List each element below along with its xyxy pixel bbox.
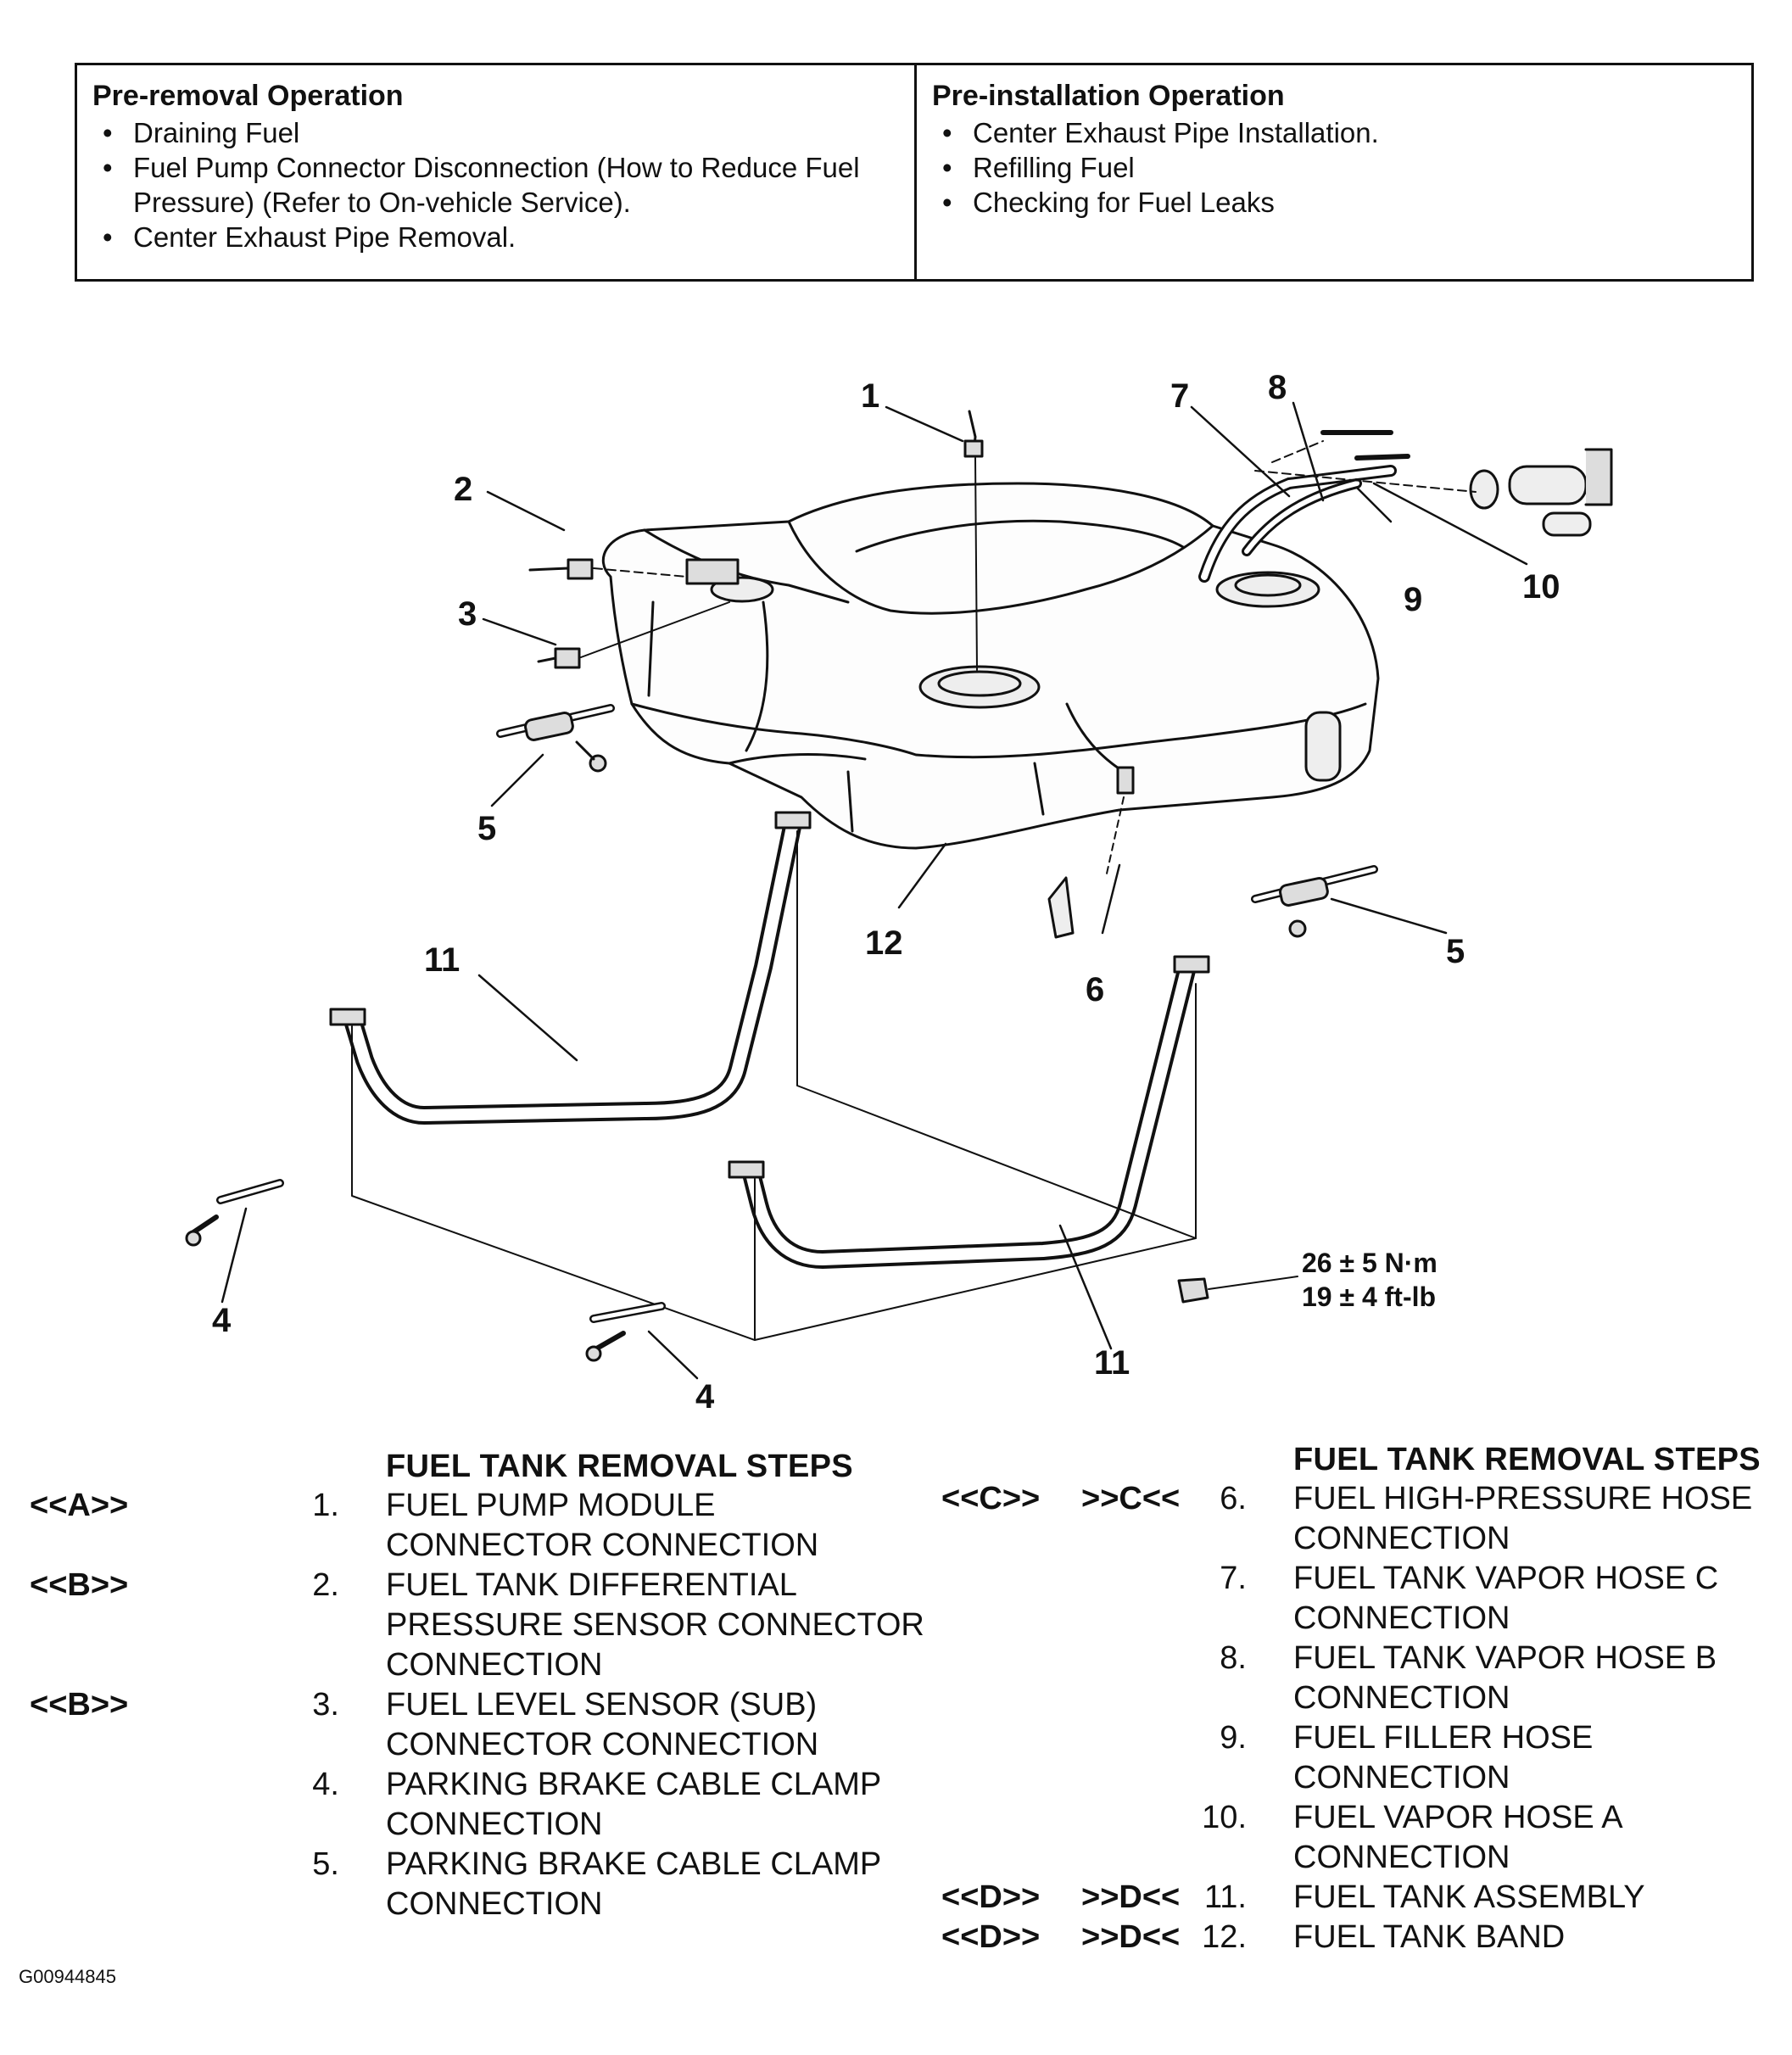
callout-leader-lines	[221, 401, 1528, 1380]
callout-label: 11	[424, 941, 460, 979]
pre-installation-list: Center Exhaust Pipe Installation. Refill…	[932, 115, 1736, 220]
pre-removal-column: Pre-removal Operation Draining Fuel Fuel…	[77, 65, 917, 279]
callout-label: 12	[865, 924, 903, 962]
step-number: 2.	[312, 1567, 339, 1603]
step-code: <<D>>	[941, 1879, 1041, 1915]
pre-installation-column: Pre-installation Operation Center Exhaus…	[917, 65, 1751, 279]
step-number: 9.	[1220, 1720, 1247, 1756]
callout-label: 5	[477, 810, 496, 847]
step-text: FUEL VAPOR HOSE A CONNECTION	[1293, 1800, 1622, 1875]
torque-spec: 26 ± 5 N·m 19 ± 4 ft-lb	[1302, 1248, 1438, 1312]
step-code: <<C>>	[941, 1481, 1041, 1516]
fuel-tank-exploded-diagram: 1 2 3 4 4 5 5 6 7 8 9 10 11 11 12 26 ± 5…	[185, 369, 1613, 1416]
pre-removal-heading: Pre-removal Operation	[92, 80, 404, 112]
step-code: <<D>>	[941, 1919, 1041, 1955]
step-code: <<A>>	[30, 1488, 129, 1523]
parking-brake-clamp-left-part	[496, 704, 615, 773]
step-number: 3.	[312, 1687, 339, 1723]
sensor-connectors-part	[528, 558, 730, 669]
callout-label: 10	[1522, 568, 1560, 606]
torque-metric: 26 ± 5 N·m	[1302, 1248, 1438, 1278]
pre-removal-list: Draining Fuel Fuel Pump Connector Discon…	[92, 115, 899, 254]
fuel-tank-illustration	[601, 465, 1397, 850]
step-code-install: >>D<<	[1081, 1919, 1181, 1955]
step-number: 7.	[1220, 1561, 1247, 1596]
step-text: FUEL FILLER HOSE CONNECTION	[1293, 1720, 1594, 1795]
step-number: 8.	[1220, 1640, 1247, 1676]
step-number: 12.	[1202, 1919, 1247, 1955]
step-text: FUEL TANK VAPOR HOSE B CONNECTION	[1293, 1640, 1717, 1716]
callout-label: 8	[1268, 369, 1287, 406]
filler-hose-parts	[1254, 430, 1613, 537]
callout-label: 11	[1094, 1344, 1130, 1382]
high-pressure-hose-part	[1047, 766, 1135, 939]
callout-label: 7	[1170, 377, 1189, 415]
pre-installation-item: Center Exhaust Pipe Installation.	[932, 115, 1736, 150]
step-text: PARKING BRAKE CABLE CLAMP CONNECTION	[386, 1846, 881, 1922]
callout-labels: 1 2 3 4 4 5 5 6 7 8 9 10 11 11 12	[212, 369, 1560, 1416]
step-text: FUEL HIGH-PRESSURE HOSE CONNECTION	[1293, 1481, 1753, 1556]
callout-label: 2	[454, 471, 472, 508]
pre-installation-heading: Pre-installation Operation	[932, 80, 1285, 112]
pre-installation-item: Refilling Fuel	[932, 150, 1736, 185]
step-text: FUEL TANK VAPOR HOSE C CONNECTION	[1293, 1561, 1719, 1636]
callout-label: 9	[1404, 581, 1422, 618]
parking-brake-clamp-right-part	[1251, 865, 1378, 938]
fuel-tank-bands-part	[329, 811, 1298, 1341]
steps-right-heading: FUEL TANK REMOVAL STEPS	[1293, 1442, 1761, 1477]
steps-left-heading: FUEL TANK REMOVAL STEPS	[386, 1449, 853, 1484]
step-code-install: >>D<<	[1081, 1879, 1181, 1915]
step-number: 10.	[1202, 1800, 1247, 1835]
step-text: FUEL TANK BAND	[1293, 1919, 1566, 1955]
step-number: 5.	[312, 1846, 339, 1882]
pre-removal-item: Fuel Pump Connector Disconnection (How t…	[92, 150, 899, 220]
step-number: 4.	[312, 1767, 339, 1802]
step-text: FUEL TANK DIFFERENTIAL PRESSURE SENSOR C…	[386, 1567, 924, 1683]
callout-label: 1	[861, 377, 879, 415]
figure-id: G00944845	[19, 1966, 116, 1987]
step-text: PARKING BRAKE CABLE CLAMP CONNECTION	[386, 1767, 881, 1842]
step-number: 6.	[1220, 1481, 1247, 1516]
step-number: 1.	[312, 1488, 339, 1523]
step-text: FUEL TANK ASSEMBLY	[1293, 1879, 1645, 1915]
callout-label: 3	[458, 595, 477, 633]
pre-installation-item: Checking for Fuel Leaks	[932, 185, 1736, 220]
step-number: 11.	[1203, 1879, 1247, 1915]
torque-imperial: 19 ± 4 ft-lb	[1302, 1282, 1436, 1312]
fuel-pump-connector-part	[963, 410, 984, 671]
callout-label: 6	[1086, 971, 1104, 1008]
step-code: <<B>>	[30, 1567, 129, 1603]
step-text: FUEL PUMP MODULE CONNECTOR CONNECTION	[386, 1488, 819, 1563]
pre-removal-item: Center Exhaust Pipe Removal.	[92, 220, 899, 254]
callout-label: 4	[695, 1378, 715, 1416]
parking-brake-cable-clamps-part	[185, 1179, 666, 1362]
step-text: FUEL LEVEL SENSOR (SUB) CONNECTOR CONNEC…	[386, 1687, 819, 1762]
callout-label: 5	[1446, 933, 1465, 970]
step-code-install: >>C<<	[1081, 1481, 1181, 1516]
pre-removal-item: Draining Fuel	[92, 115, 899, 150]
operations-table: Pre-removal Operation Draining Fuel Fuel…	[75, 63, 1754, 282]
callout-label: 4	[212, 1302, 232, 1339]
step-code: <<B>>	[30, 1687, 129, 1723]
